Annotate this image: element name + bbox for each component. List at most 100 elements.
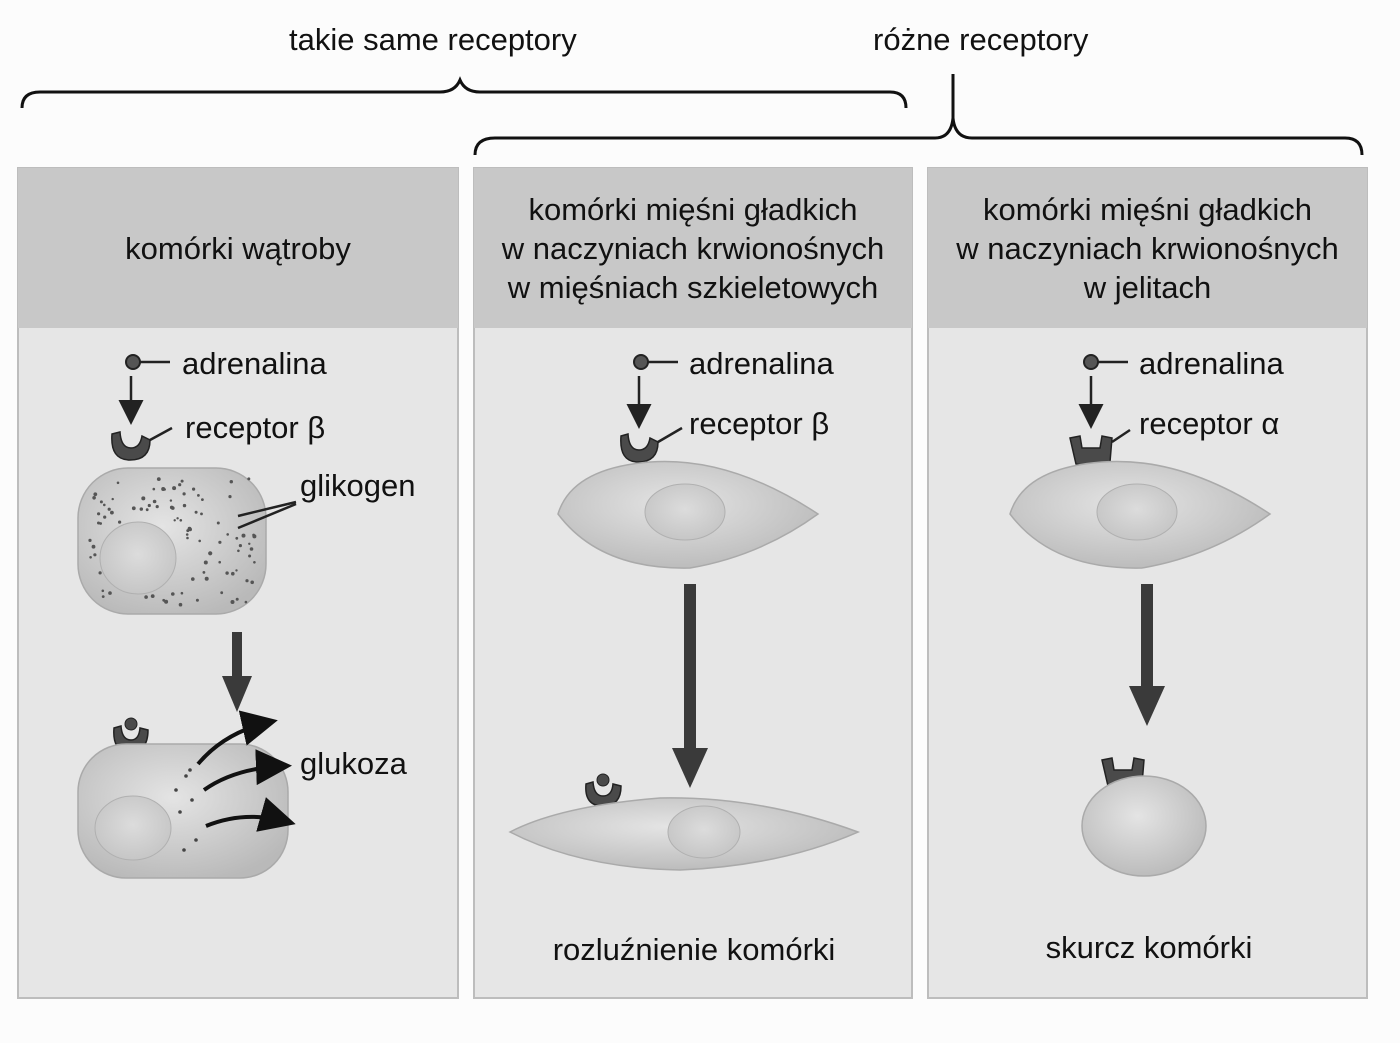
receptor-label-2: receptor β xyxy=(689,406,830,441)
glycogen-granule xyxy=(92,496,96,500)
glycogen-granule xyxy=(97,521,100,525)
glycogen-granule xyxy=(201,498,204,501)
glycogen-granule xyxy=(152,499,157,504)
glycogen-granule xyxy=(229,480,233,484)
glycogen-granule xyxy=(103,503,106,507)
glycogen-granule xyxy=(131,506,136,511)
glucose-granule xyxy=(188,768,192,772)
glycogen-granule xyxy=(108,591,112,595)
smooth-muscle-cell-before-3 xyxy=(1009,460,1272,569)
glycogen-granule xyxy=(88,538,92,543)
glucose-granule xyxy=(190,798,194,802)
glycogen-granule xyxy=(155,505,159,509)
liver-cell-glucose-release xyxy=(77,743,289,879)
contracted-cell xyxy=(1081,775,1207,877)
glycogen-granule xyxy=(101,595,105,598)
glucose-granule xyxy=(178,810,182,814)
down-arrow-contraction xyxy=(1129,584,1165,726)
relaxation-label: rozluźnienie komórki xyxy=(552,932,836,967)
glucose-label: glukoza xyxy=(300,746,407,781)
glycogen-granule xyxy=(97,512,101,516)
glycogen-granule xyxy=(248,554,252,558)
glycogen-granule xyxy=(238,544,242,548)
glycogen-granule xyxy=(226,533,229,536)
glycogen-granule xyxy=(185,533,189,536)
glucose-granule xyxy=(174,788,178,792)
glycogen-granule xyxy=(204,576,209,581)
glycogen-granule xyxy=(202,571,206,574)
glycogen-granule xyxy=(231,571,235,576)
glycogen-granule xyxy=(191,577,195,581)
glycogen-granule xyxy=(93,492,98,497)
glycogen-granule xyxy=(93,553,97,557)
glycogen-granule xyxy=(250,580,254,585)
glycogen-granule xyxy=(245,579,249,583)
glycogen-granule xyxy=(244,600,248,604)
glycogen-granule xyxy=(180,591,184,595)
glycogen-granule xyxy=(187,526,192,531)
glycogen-granule xyxy=(247,477,251,481)
glycogen-granule xyxy=(144,595,148,599)
panel-vessels-muscle-header-bg xyxy=(474,168,912,328)
receptor-label-1: receptor β xyxy=(185,410,326,445)
glycogen-granule xyxy=(197,494,200,497)
glycogen-granule xyxy=(161,487,166,491)
glycogen-granule xyxy=(156,477,161,481)
glycogen-granule xyxy=(182,492,186,496)
glycogen-granule xyxy=(173,519,176,522)
panel-vessels-intestine-title: komórki mięśni gładkich w naczyniach krw… xyxy=(956,191,1339,305)
adrenaline-molecule-1 xyxy=(125,354,170,370)
hormone-label-2: adrenalina xyxy=(689,346,834,381)
glucose-arrow-1 xyxy=(196,710,278,766)
glycogen-granule xyxy=(141,496,146,501)
glycogen-granule xyxy=(194,510,198,514)
glycogen-granule xyxy=(192,487,196,491)
down-arrow-relaxation xyxy=(672,584,708,788)
glycogen-granule xyxy=(248,542,251,545)
glycogen-granule xyxy=(116,481,120,485)
hormone-label-1: adrenalina xyxy=(182,346,327,381)
glycogen-granule xyxy=(249,547,254,551)
adrenaline-molecule-3 xyxy=(1083,354,1128,370)
glycogen-granule xyxy=(176,517,179,520)
glycogen-pointer-1 xyxy=(237,500,297,518)
glycogen-granule xyxy=(218,560,221,564)
adrenaline-molecule-2 xyxy=(633,354,678,370)
glycogen-granule xyxy=(178,483,182,487)
glucose-granule xyxy=(182,848,186,852)
glycogen-granule xyxy=(241,533,246,538)
glycogen-granule xyxy=(169,499,173,502)
glycogen-granule xyxy=(111,497,114,501)
glycogen-granule xyxy=(179,519,183,522)
glucose-granule xyxy=(184,774,188,778)
glycogen-granule xyxy=(230,600,235,604)
glycogen-granule xyxy=(182,503,187,508)
glycogen-granule xyxy=(139,507,143,511)
glycogen-granule xyxy=(228,495,232,499)
glycogen-granule xyxy=(118,520,122,524)
glycogen-granule xyxy=(235,569,238,572)
panel-liver-header-bg xyxy=(18,168,458,328)
glycogen-granule xyxy=(208,551,213,556)
glycogen-granule xyxy=(147,503,151,508)
glycogen-granule xyxy=(103,515,107,519)
same-receptors-label: takie same receptory xyxy=(289,22,577,57)
beta-receptor-icon-2 xyxy=(620,426,683,463)
panel-liver-title: komórki wątroby xyxy=(125,230,351,266)
glycogen-granule xyxy=(178,602,183,607)
glycogen-granule xyxy=(198,539,201,543)
panel-vessels-intestine-header-bg xyxy=(928,168,1367,328)
glycogen-granule xyxy=(107,507,111,511)
glycogen-granule xyxy=(91,544,96,549)
glycogen-granule xyxy=(218,540,222,544)
panel-vessels-muscle-title: komórki mięśni gładkich w naczyniach krw… xyxy=(501,191,885,305)
glycogen-granule xyxy=(145,508,149,512)
same-receptors-bracket xyxy=(20,76,908,109)
relaxed-muscle-cell xyxy=(508,797,861,871)
hormone-label-3: adrenalina xyxy=(1139,346,1284,381)
glycogen-granule xyxy=(220,591,224,595)
glycogen-granule xyxy=(237,549,240,553)
glycogen-granule xyxy=(235,536,239,540)
contraction-label: skurcz komórki xyxy=(1045,930,1253,965)
glycogen-granule xyxy=(253,561,256,564)
